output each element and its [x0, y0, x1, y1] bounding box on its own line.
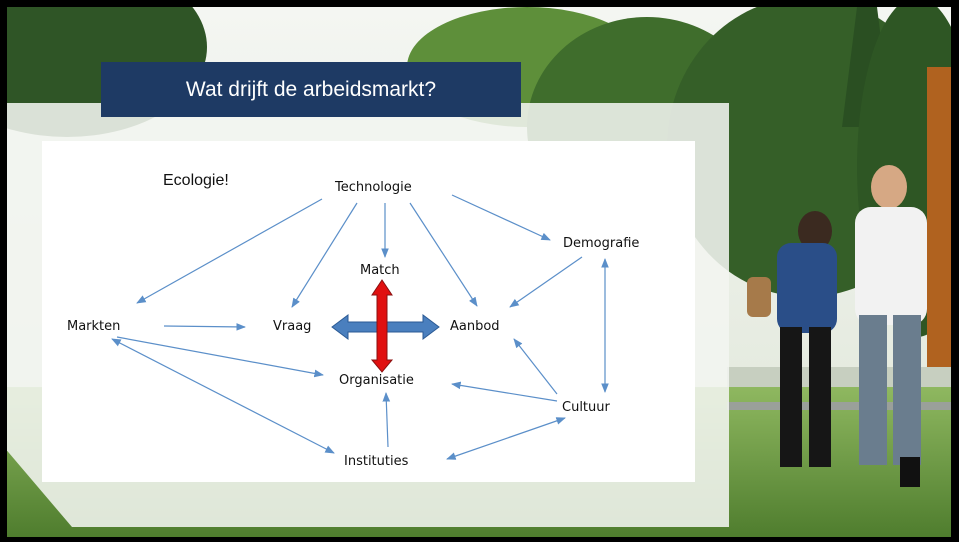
node-technologie: Technologie — [334, 180, 412, 195]
arrow-cultuur-instituties — [446, 417, 566, 460]
arrow-technologie-demografie — [451, 194, 551, 241]
arrow-technologie-markten — [136, 198, 323, 304]
node-organisatie: Organisatie — [339, 373, 414, 388]
diagram-canvas: Ecologie! Technologie Demografie Match M… — [67, 172, 639, 469]
arrow-technologie-aanbod — [409, 202, 478, 307]
slide-title-text: Wat drijft de arbeidsmarkt? — [185, 77, 437, 101]
arrow-markten-vraag — [163, 323, 246, 331]
node-instituties: Instituties — [344, 454, 409, 469]
match-organisatie-double-arrow — [370, 279, 394, 373]
node-cultuur: Cultuur — [562, 400, 611, 415]
students-illustration — [747, 165, 927, 487]
arrow-technologie-vraag — [291, 202, 358, 308]
arrow-cultuur-aanbod — [513, 338, 558, 395]
slide-title: Wat drijft de arbeidsmarkt? — [101, 62, 521, 117]
node-match: Match — [360, 263, 400, 278]
arrow-markten-organisatie — [116, 336, 324, 378]
arrow-markten-instituties — [111, 338, 335, 454]
slide: Wat drijft de arbeidsmarkt? — [7, 7, 951, 537]
labor-market-diagram: Ecologie! Technologie Demografie Match M… — [42, 141, 695, 482]
node-aanbod: Aanbod — [450, 319, 500, 334]
arrow-instituties-organisatie — [382, 392, 391, 448]
arrow-cultuur-organisatie — [451, 381, 558, 402]
node-demografie: Demografie — [563, 236, 639, 251]
ecologie-annotation: Ecologie! — [163, 172, 229, 189]
arrow-demografie-aanbod — [509, 256, 583, 308]
node-vraag: Vraag — [273, 319, 311, 334]
node-markten: Markten — [67, 319, 120, 334]
